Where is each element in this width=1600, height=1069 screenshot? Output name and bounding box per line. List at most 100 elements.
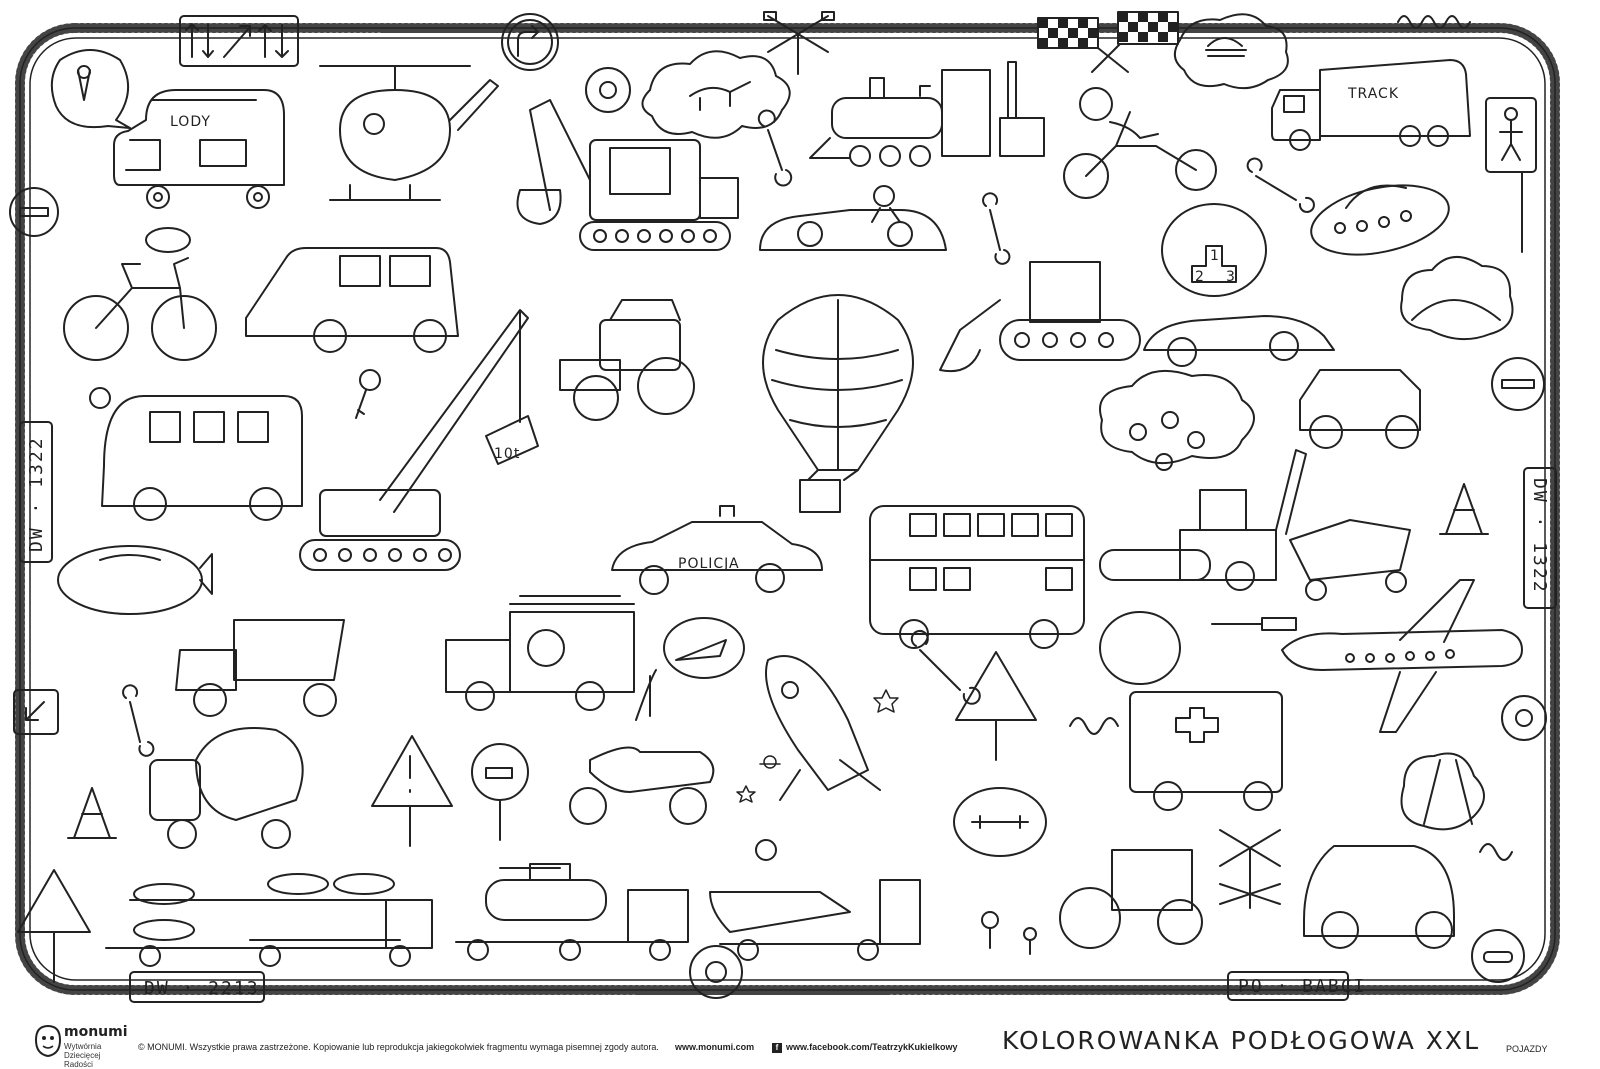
pedestrian-sign (1485, 97, 1537, 253)
checkered-flags (1037, 11, 1179, 73)
plate-right: DW · 1322 (1523, 467, 1557, 609)
tractor (559, 299, 695, 421)
race-car (1143, 315, 1335, 367)
podium-third: 3 (1226, 269, 1236, 285)
dinosaur-thought-bubble (641, 50, 791, 139)
podium-second: 2 (1195, 269, 1205, 285)
turn-right-sign (501, 13, 559, 71)
railway-crossing-sign (763, 11, 835, 75)
brand-name: monumi (64, 1024, 128, 1040)
facebook-url: www.facebook.com/TeatrzykKukielkowy (786, 1042, 958, 1052)
spare-tire-right (1501, 695, 1547, 741)
box-truck: TRACK (1271, 59, 1471, 151)
traffic-cone-left (67, 787, 117, 839)
railway-crossing-right (1219, 829, 1281, 909)
motorcycle (1063, 87, 1217, 199)
ambulance (1129, 691, 1283, 811)
lane-arrows-sign (179, 15, 299, 67)
dump-truck-right (1289, 519, 1411, 601)
no-entry-sign-left (9, 187, 59, 237)
bulldozer (939, 261, 1141, 372)
fire-truck (445, 595, 635, 711)
facebook-icon: f (772, 1042, 782, 1053)
flowers (981, 911, 1037, 955)
police-car-label: POLICJA (678, 556, 740, 572)
off-road-suv (1299, 369, 1421, 449)
wrench-1 (757, 109, 793, 187)
monumi-logo: monumi Wytwórnia Dziecięcej Radości (34, 1024, 128, 1069)
hatchback-car (1303, 845, 1455, 949)
hill-thought-bubble (1400, 256, 1514, 341)
dump-truck-with-cats (175, 619, 345, 717)
car-key (355, 369, 381, 419)
police-car: POLICJA (611, 505, 823, 595)
rolling-pin-thought-bubble (953, 787, 1047, 857)
road-roller (1059, 849, 1203, 949)
wrench-5 (122, 684, 155, 757)
crane-weight-label: 10t (494, 446, 520, 462)
rocket (765, 655, 881, 801)
traffic-cone-right (1439, 483, 1489, 535)
squiggle-top (1397, 15, 1471, 29)
road-thought-bubble (1400, 752, 1485, 831)
car-transporter (105, 873, 433, 967)
warning-sign (371, 735, 453, 847)
tank-truck (455, 863, 689, 961)
ice-cream-truck: LODY (113, 89, 285, 209)
svg-text:DW · 2213: DW · 2213 (144, 978, 260, 999)
brand-tagline: Wytwórnia Dziecięcej Radości (64, 1042, 102, 1069)
bicycle (63, 227, 217, 361)
no-entry-sign-right (1491, 357, 1545, 411)
podium-thought-bubble: 2 1 3 (1161, 203, 1267, 297)
svg-text:PO · BABCI: PO · BABCI (1238, 976, 1366, 997)
tank-road-sign (471, 743, 529, 841)
facebook-link[interactable]: f www.facebook.com/TeatrzykKukielkowy (772, 1042, 958, 1053)
airplane (1281, 579, 1523, 733)
footer: monumi Wytwórnia Dziecięcej Radości © MO… (0, 1020, 1600, 1069)
website-link[interactable]: www.monumi.com (675, 1042, 755, 1052)
double-decker-bus (869, 505, 1085, 649)
arrow-sign-left (13, 689, 59, 735)
excavator (516, 99, 739, 251)
helicopter (319, 65, 499, 201)
crawler-crane: 10t (299, 309, 539, 571)
wrench-2 (982, 192, 1011, 265)
copyright-notice: © MONUMI. Wszystkie prawa zastrzeżone. K… (138, 1042, 659, 1052)
page-subject: POJAZDY (1506, 1044, 1548, 1054)
screwdriver (1211, 617, 1297, 631)
hot-air-balloon (762, 294, 914, 513)
svg-text:DW · 1322: DW · 1322 (26, 436, 47, 552)
wrench-3 (1246, 157, 1315, 213)
steam-train (809, 61, 1045, 167)
scooter (569, 669, 715, 825)
spring-doodles (1069, 717, 1513, 861)
spare-tire-bottom (689, 945, 743, 999)
podium-first: 1 (1210, 248, 1220, 264)
ufo (1310, 184, 1450, 256)
burger-thought-bubble (1173, 13, 1289, 90)
warning-sign-left (17, 869, 91, 983)
wrench-4 (910, 629, 981, 705)
zeppelin (57, 545, 213, 615)
car-road-sign (1471, 929, 1525, 983)
school-bus (89, 387, 303, 521)
monumi-face-icon (34, 1024, 62, 1058)
minivan (245, 247, 459, 353)
hay-bales-thought-bubble (1099, 369, 1255, 471)
plate-left: DW · 1322 (19, 421, 53, 563)
combine-harvester (1099, 449, 1307, 591)
space-doodles (736, 689, 899, 803)
box-truck-sign: TRACK (1347, 86, 1399, 102)
plate-bottom-left: DW · 2213 (129, 971, 265, 1003)
page-title: KOLOROWANKA PODŁOGOWA XXL (1002, 1026, 1480, 1055)
boat-trailer (709, 839, 921, 961)
star-warning-sign (955, 651, 1037, 761)
ice-cream-thought (50, 49, 131, 129)
carrot-thought-bubble (663, 617, 745, 679)
spare-tire-top (585, 67, 631, 113)
ice-cream-truck-sign: LODY (170, 114, 211, 130)
door-thought-bubble (1099, 611, 1181, 685)
convertible-car (759, 185, 947, 251)
svg-text:DW · 1322: DW · 1322 (1529, 478, 1550, 594)
